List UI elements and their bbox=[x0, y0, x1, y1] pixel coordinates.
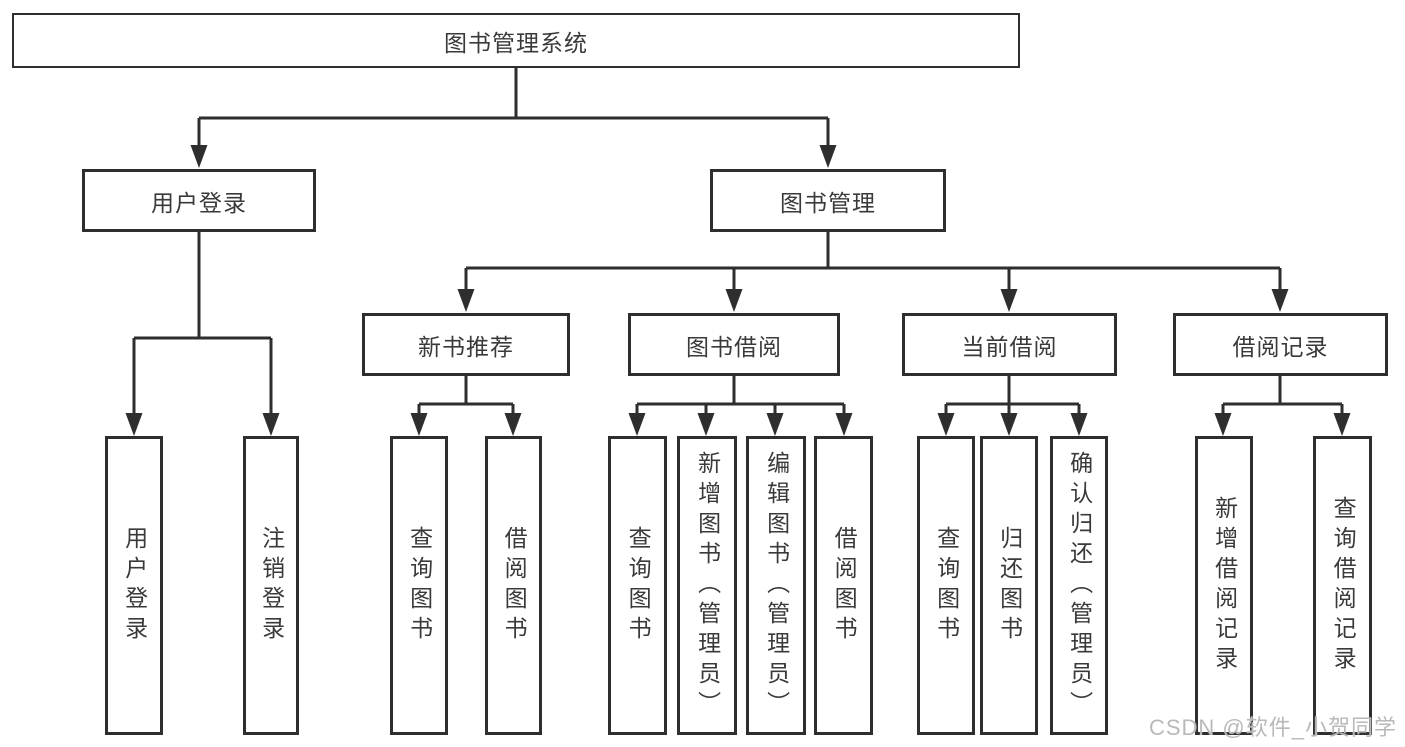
leaf-logout: 注销登录 bbox=[243, 436, 299, 735]
leaf-add-book-admin: 新增图书（管理员） bbox=[677, 436, 737, 735]
leaf-query-book-recommend: 查询图书 bbox=[390, 436, 448, 735]
leaf-user-login: 用户登录 bbox=[105, 436, 163, 735]
arrowheads bbox=[125, 145, 1351, 436]
node-borrow-records: 借阅记录 bbox=[1173, 313, 1388, 376]
leaf-query-book-borrow: 查询图书 bbox=[608, 436, 667, 735]
leaf-label: 新增图书（管理员） bbox=[694, 450, 721, 721]
node-book-management-branch: 图书管理 bbox=[710, 169, 946, 232]
leaf-label: 新增借阅记录 bbox=[1211, 495, 1238, 676]
node-new-book-recommend: 新书推荐 bbox=[362, 313, 570, 376]
leaf-label: 确认归还（管理员） bbox=[1066, 450, 1093, 721]
leaf-label: 查询图书 bbox=[933, 525, 960, 646]
leaf-label: 查询图书 bbox=[406, 525, 433, 646]
leaf-label: 用户登录 bbox=[121, 525, 148, 646]
leaf-add-borrow-record: 新增借阅记录 bbox=[1195, 436, 1253, 735]
leaf-label: 查询图书 bbox=[625, 525, 652, 646]
leaf-label: 编辑图书（管理员） bbox=[763, 450, 790, 721]
node-book-borrow: 图书借阅 bbox=[628, 313, 840, 376]
leaf-confirm-return-admin: 确认归还（管理员） bbox=[1050, 436, 1108, 735]
leaf-return-book: 归还图书 bbox=[980, 436, 1038, 735]
leaf-query-borrow-record: 查询借阅记录 bbox=[1313, 436, 1372, 735]
leaf-borrow-book-recommend: 借阅图书 bbox=[485, 436, 542, 735]
node-current-borrow: 当前借阅 bbox=[902, 313, 1117, 376]
node-library-management-system: 图书管理系统 bbox=[12, 13, 1020, 68]
leaf-label: 归还图书 bbox=[996, 525, 1023, 646]
leaf-edit-book-admin: 编辑图书（管理员） bbox=[746, 436, 806, 735]
leaf-label: 借阅图书 bbox=[501, 525, 528, 646]
node-user-login-branch: 用户登录 bbox=[82, 169, 316, 232]
leaf-borrow-book: 借阅图书 bbox=[814, 436, 873, 735]
watermark: CSDN @软件_小贺同学 bbox=[1148, 715, 1397, 740]
leaf-query-book-current: 查询图书 bbox=[917, 436, 975, 735]
leaf-label: 借阅图书 bbox=[831, 525, 858, 646]
leaf-label: 注销登录 bbox=[258, 525, 285, 646]
leaf-label: 查询借阅记录 bbox=[1330, 495, 1357, 676]
